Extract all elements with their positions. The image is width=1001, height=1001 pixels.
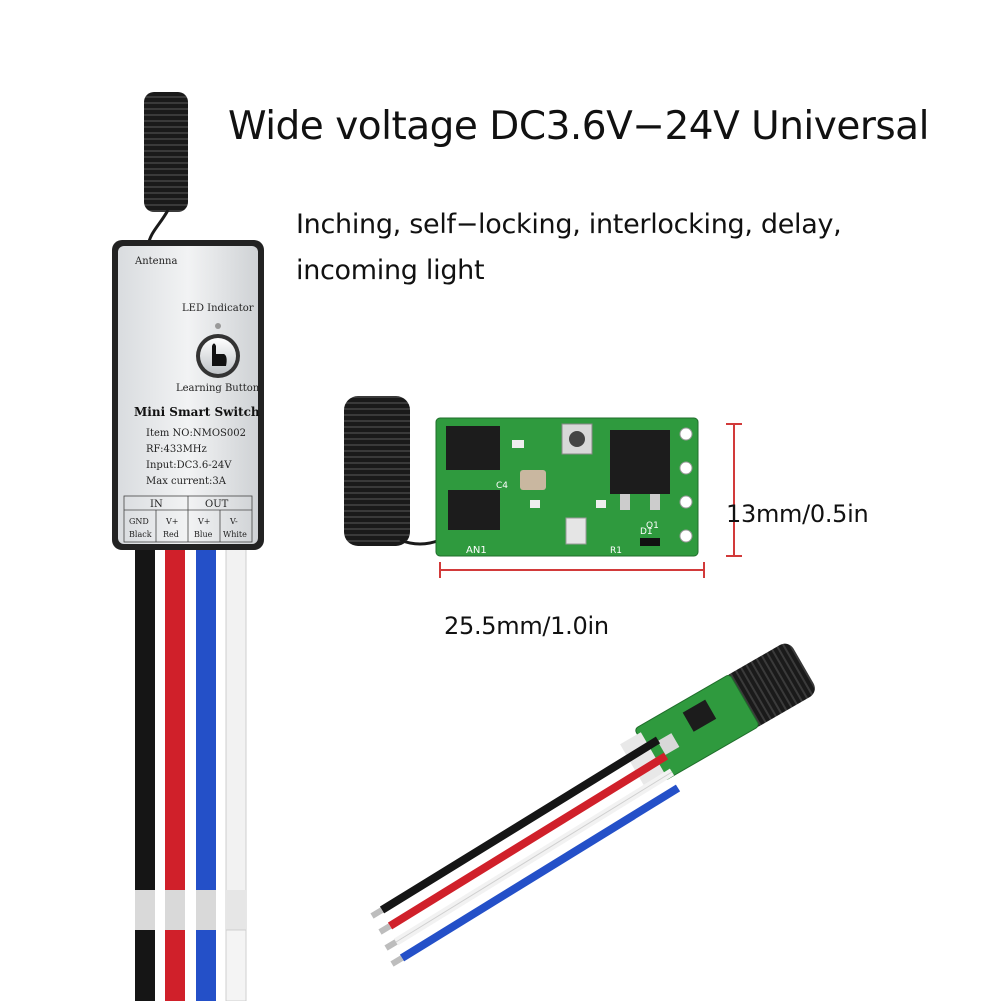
- height-dimension-label: 13mm/0.5in: [726, 500, 869, 528]
- feature-list: Inching, self−locking, interlocking, del…: [296, 209, 842, 286]
- device-title: Mini Smart Switch: [134, 405, 260, 419]
- spec-item-no: Item NO:NMOS002: [146, 428, 246, 439]
- terminal-table: IN OUT GND Black V+ Red V+ Blue V- White: [123, 495, 253, 543]
- terminal-color-black: Black: [129, 530, 152, 539]
- pcb-label-r1: R1: [610, 546, 622, 556]
- pcb-label-an1: AN1: [466, 545, 487, 556]
- terminal-pin-vplus-out: V+: [197, 517, 210, 526]
- spec-input: Input:DC3.6-24V: [146, 460, 232, 471]
- in-label: IN: [150, 499, 163, 510]
- antenna-coil: [144, 92, 188, 247]
- led-label: LED Indicator: [182, 303, 254, 314]
- pcb-label-c4: C4: [496, 481, 508, 491]
- switch-case: Antenna LED Indicator Learning Button Mi…: [112, 240, 264, 550]
- width-dimension-label: 25.5mm/1.0in: [444, 612, 609, 640]
- width-dimension: [439, 562, 705, 578]
- hand-pointer-icon: [212, 343, 227, 366]
- wire-bundle: [135, 547, 247, 1001]
- pcb-module: AN1 C4 Q1 D1 R1: [344, 396, 699, 557]
- learning-button[interactable]: [196, 334, 240, 378]
- spec-rf: RF:433MHz: [146, 444, 207, 455]
- pcb-label-d1: D1: [640, 527, 653, 537]
- terminal-pin-gnd: GND: [129, 517, 149, 526]
- learning-button-label: Learning Button: [176, 383, 260, 394]
- antenna-label: Antenna: [134, 256, 177, 267]
- terminal-color-white: White: [223, 530, 247, 539]
- terminal-pin-vminus: V-: [229, 517, 238, 526]
- terminal-color-red: Red: [163, 530, 179, 539]
- out-label: OUT: [205, 499, 229, 510]
- pcb-antenna-coil: [344, 396, 410, 546]
- headline: Wide voltage DC3.6V−24V Universal: [228, 104, 929, 149]
- height-dimension: [726, 423, 742, 557]
- terminal-color-blue: Blue: [194, 530, 213, 539]
- terminal-pin-vplus-in: V+: [165, 517, 178, 526]
- angled-module: [370, 643, 815, 967]
- led-indicator: [215, 323, 221, 329]
- spec-max-current: Max current:3A: [146, 476, 227, 487]
- pcb-label-q1: Q1: [646, 521, 659, 531]
